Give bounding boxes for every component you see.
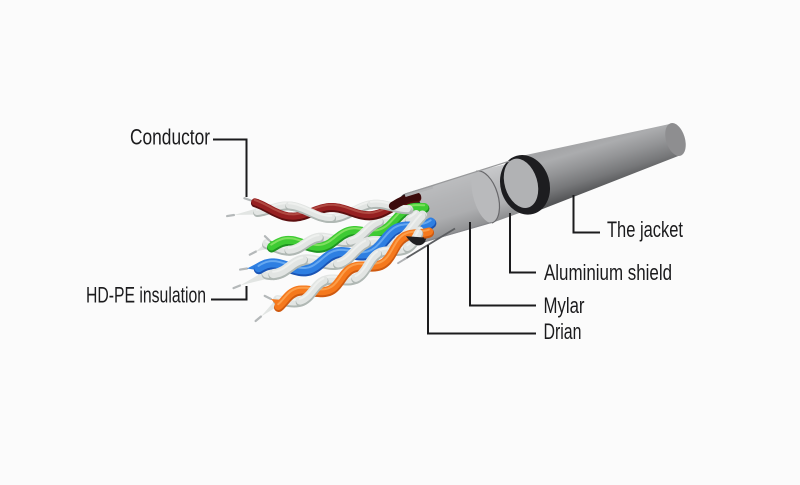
svg-text:HD-PE insulation: HD-PE insulation xyxy=(86,283,206,308)
svg-text:The jacket: The jacket xyxy=(607,217,683,242)
svg-text:Conductor: Conductor xyxy=(130,125,210,150)
svg-text:Drian: Drian xyxy=(544,319,582,344)
svg-text:Aluminium shield: Aluminium shield xyxy=(544,260,672,285)
svg-text:Mylar: Mylar xyxy=(544,293,585,318)
